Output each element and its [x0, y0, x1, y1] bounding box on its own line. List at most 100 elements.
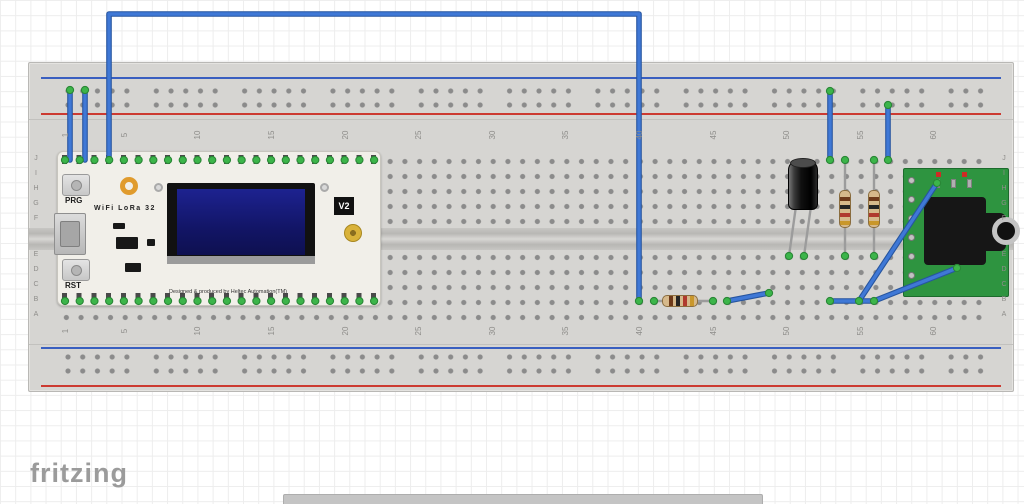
connected-hole-indicator	[311, 296, 320, 306]
audio-jack-body	[924, 197, 986, 265]
connected-hole-indicator	[252, 155, 261, 165]
mounting-hole	[154, 183, 163, 192]
connected-hole-indicator	[149, 155, 158, 165]
connected-hole-indicator	[649, 296, 659, 306]
connected-hole-indicator	[65, 85, 75, 95]
esp32-chip	[116, 237, 138, 249]
connected-hole-indicator	[325, 296, 335, 306]
top-rail-positive-line	[41, 113, 1001, 115]
red-pad	[936, 172, 941, 177]
connected-hole-indicator	[266, 296, 276, 306]
top-rail-negative-line	[41, 77, 1001, 79]
wire[interactable]	[725, 291, 771, 303]
connected-hole-indicator	[840, 251, 850, 261]
connected-hole-indicator	[60, 296, 70, 306]
connected-hole-indicator	[799, 251, 809, 261]
connected-hole-indicator	[60, 155, 70, 165]
wire[interactable]	[872, 266, 959, 303]
connected-hole-indicator	[825, 86, 835, 96]
red-pad	[962, 172, 967, 177]
connected-hole-indicator	[80, 85, 90, 95]
connected-hole-indicator	[840, 155, 850, 165]
wire[interactable]	[857, 181, 939, 303]
bottom-pin-header	[62, 293, 376, 302]
top-pin-header	[62, 155, 376, 164]
connected-hole-indicator	[193, 155, 202, 165]
connected-hole-indicator	[340, 155, 349, 165]
connected-hole-indicator	[869, 296, 879, 306]
breadboard-seam	[29, 119, 1013, 120]
connected-hole-indicator	[311, 155, 320, 165]
jack-pin[interactable]	[967, 179, 972, 188]
breadboard-seam	[29, 344, 1013, 345]
connected-hole-indicator	[634, 296, 644, 306]
connected-hole-indicator	[90, 155, 99, 165]
rst-button[interactable]	[62, 259, 90, 281]
connected-hole-indicator	[369, 296, 379, 306]
connected-hole-indicator	[75, 296, 84, 306]
bottom-rail-holes[interactable]	[61, 350, 985, 378]
connected-hole-indicator	[296, 296, 305, 306]
connected-hole-indicator	[869, 155, 879, 165]
connected-hole-indicator	[178, 296, 187, 306]
connected-hole-indicator	[105, 155, 114, 165]
connected-hole-indicator	[75, 155, 84, 165]
connected-hole-indicator	[708, 296, 718, 306]
rst-button-label: RST	[65, 281, 81, 290]
oled-ribbon-connector	[167, 256, 315, 264]
connected-hole-indicator	[355, 296, 364, 306]
connected-hole-indicator	[883, 100, 893, 110]
oled-display-screen	[177, 189, 305, 255]
connected-hole-indicator	[764, 288, 774, 298]
prg-button-label: PRG	[65, 196, 83, 205]
resistor-vertical-1[interactable]	[839, 190, 851, 228]
connected-hole-indicator	[134, 155, 143, 165]
connected-hole-indicator	[784, 251, 794, 261]
connected-hole-indicator	[222, 155, 232, 165]
connected-hole-indicator	[722, 296, 732, 306]
resistor-horizontal[interactable]	[662, 295, 698, 307]
connected-hole-indicator	[281, 155, 290, 165]
bottom-rail-positive-line	[41, 385, 1001, 387]
connected-hole-indicator	[237, 296, 246, 306]
lora-chip	[125, 263, 141, 272]
connected-hole-indicator	[163, 296, 173, 306]
audio-jack-module[interactable]	[903, 168, 1020, 297]
connected-hole-indicator	[237, 155, 246, 165]
ufl-antenna-connector	[344, 224, 362, 242]
micro-usb-port	[54, 213, 86, 255]
connected-hole-indicator	[208, 296, 217, 306]
connected-hole-indicator	[355, 155, 364, 165]
solder-pad	[908, 234, 915, 241]
connected-hole-indicator	[193, 296, 202, 306]
board-footer-text: Designed & produced by Heltec Automation…	[169, 289, 288, 295]
horizontal-scrollbar-thumb[interactable]	[283, 494, 763, 504]
connected-hole-indicator	[134, 296, 143, 306]
connected-hole-indicator	[163, 155, 173, 165]
connected-hole-indicator	[252, 296, 261, 306]
resistor-vertical-2[interactable]	[868, 190, 880, 228]
connected-hole-indicator	[325, 155, 335, 165]
wire[interactable]	[107, 12, 641, 303]
connected-hole-indicator	[105, 296, 114, 306]
connected-hole-indicator	[883, 155, 893, 165]
connected-hole-indicator	[932, 178, 942, 188]
connected-hole-indicator	[296, 155, 305, 165]
connected-hole-indicator	[340, 296, 349, 306]
connected-hole-indicator	[119, 296, 129, 306]
connected-hole-indicator	[90, 296, 99, 306]
connected-hole-indicator	[208, 155, 217, 165]
small-chip	[113, 223, 125, 229]
prg-button[interactable]	[62, 174, 90, 196]
jack-pin[interactable]	[951, 179, 956, 188]
version-badge: V2	[334, 197, 354, 215]
connected-hole-indicator	[149, 296, 158, 306]
small-chip	[147, 239, 155, 246]
connected-hole-indicator	[869, 251, 879, 261]
heltec-wifi-lora-32-board[interactable]: PRG RST WiFi LoRa 32 V2 Designed & produ…	[54, 151, 381, 306]
solder-pad	[908, 196, 915, 203]
electrolytic-capacitor[interactable]	[788, 158, 818, 210]
solder-pad	[908, 272, 915, 279]
